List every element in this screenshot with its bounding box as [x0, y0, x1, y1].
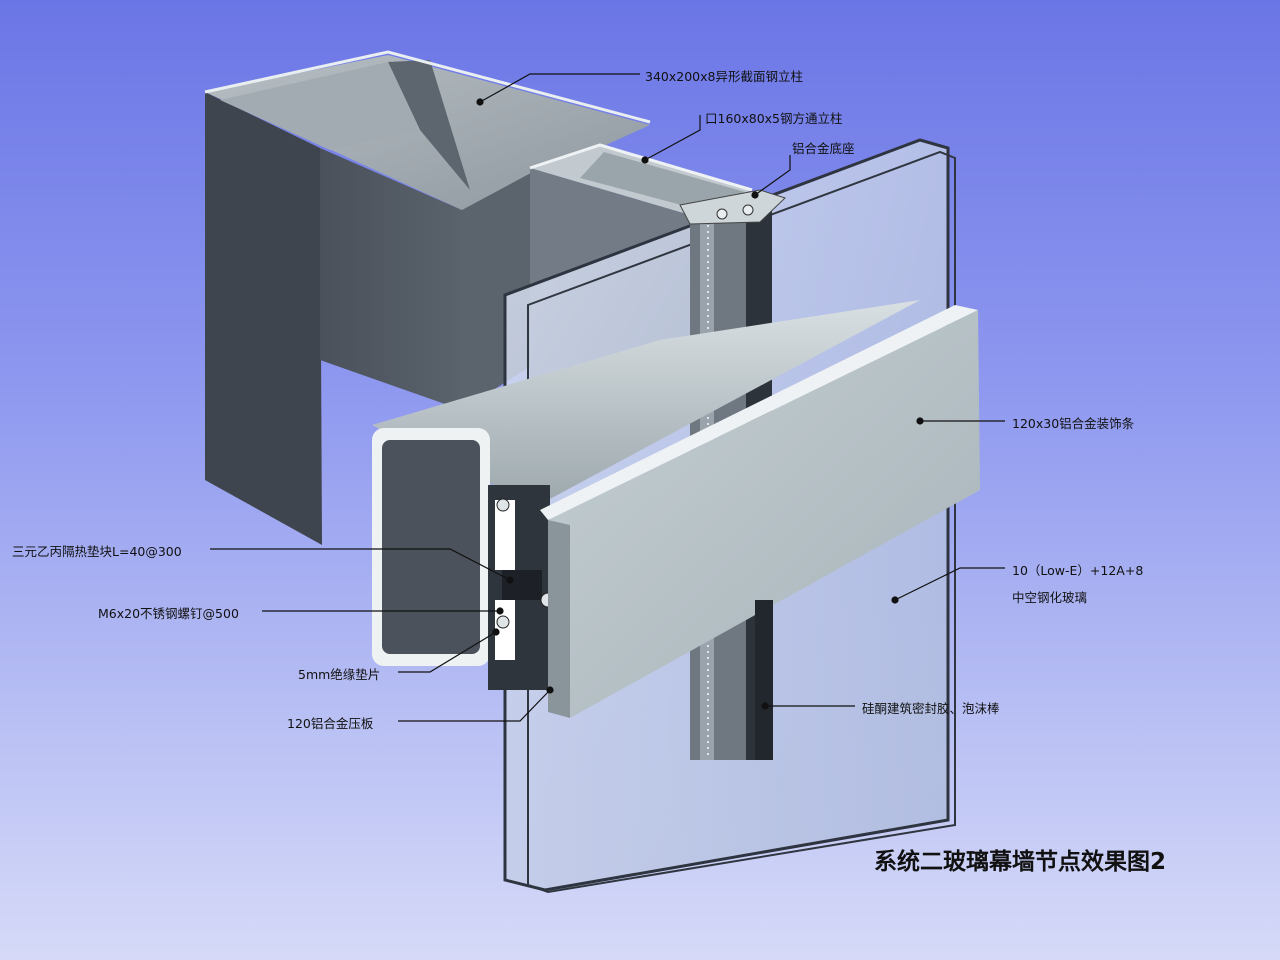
steel-column-inner-wedge: [388, 60, 470, 190]
aluminium-base: [679, 189, 786, 225]
decorative-strip: [540, 305, 980, 718]
transom-end-hollow: [382, 440, 480, 654]
square-tube-inner: [580, 152, 745, 210]
label-silicone-seal: 硅酮建筑密封胶、泡沫棒: [862, 701, 1000, 716]
leader-lines: [210, 73, 1005, 722]
square-tube-edge: [529, 143, 753, 192]
label-screw: M6x20不锈钢螺钉@500: [98, 606, 239, 621]
steel-column-edge: [204, 50, 651, 124]
leader-steel-column: [479, 73, 640, 103]
diagram-title: 系统二玻璃幕墙节点效果图2: [874, 849, 1167, 875]
steel-column-left-face: [205, 92, 322, 545]
glass-pane-front: [527, 150, 956, 894]
silicone-seal: [755, 600, 773, 760]
leader-insulation-pad: [398, 631, 497, 673]
leader-epdm: [210, 548, 511, 581]
decorative-strip-side: [548, 520, 570, 718]
label-glass-spec: 10（Low-E）+12A+8: [1012, 563, 1144, 578]
steel-column-front-face: [320, 148, 462, 410]
leader-square-tube: [644, 115, 701, 161]
steel-column-inner-shadow: [220, 62, 420, 150]
label-decorative-strip: 120x30铝合金装饰条: [1012, 416, 1135, 431]
label-aluminium-base: 铝合金底座: [792, 141, 855, 156]
pressure-plate-assembly: [488, 485, 556, 690]
decorative-strip-top: [540, 305, 978, 520]
transom-top: [372, 300, 920, 500]
label-square-tube: 口160x80x5钢方通立柱: [705, 111, 843, 126]
label-pressure-plate: 120铝合金压板: [287, 716, 374, 731]
decorative-strip-face: [548, 310, 980, 718]
label-insulation-pad: 5mm绝缘垫片: [298, 667, 381, 682]
leader-pressure-plate: [398, 689, 551, 722]
label-steel-column: 340x200x8异形截面钢立柱: [645, 69, 803, 84]
leader-glass: [894, 567, 1005, 601]
label-epdm-block: 三元乙丙隔热垫块L=40@300: [12, 544, 182, 559]
transom-tube: [372, 300, 920, 666]
leader-alu-base: [754, 155, 791, 196]
label-glass-type: 中空钢化玻璃: [1012, 590, 1088, 605]
